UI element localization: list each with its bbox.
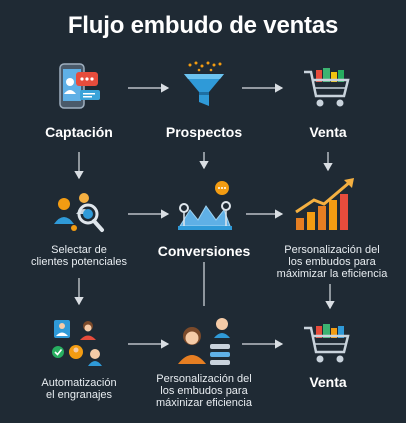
team-network-icon [52,320,102,366]
shopping-cart-icon [304,324,350,363]
growth-chart-icon [295,178,354,230]
node-label-conversiones: Conversiones [157,243,251,259]
node-label-venta-bottom: Venta [309,374,347,390]
page-title: Flujo embudo de ventas [67,12,339,39]
people-search-icon [54,193,104,232]
person-profile-icon [178,318,230,365]
node-label-venta-top: Venta [309,124,347,140]
node-label-automatizacion: Automatización el engranajes [41,377,117,401]
funnel-icon [184,61,224,106]
node-label-prospectos: Prospectos [165,124,243,140]
node-label-captacion: Captación [45,124,113,140]
node-label-seleccionar: Selectar de clientes potenciales [30,244,127,268]
node-label-personalizacion-right: Personalización del los embudos para máx… [276,244,388,280]
node-label-personalizacion-mid: Personalización del los embudos para máx… [156,373,252,409]
shopping-cart-icon [304,68,350,107]
conversion-machine-icon [178,181,232,230]
smartphone-chat-icon [59,63,100,109]
